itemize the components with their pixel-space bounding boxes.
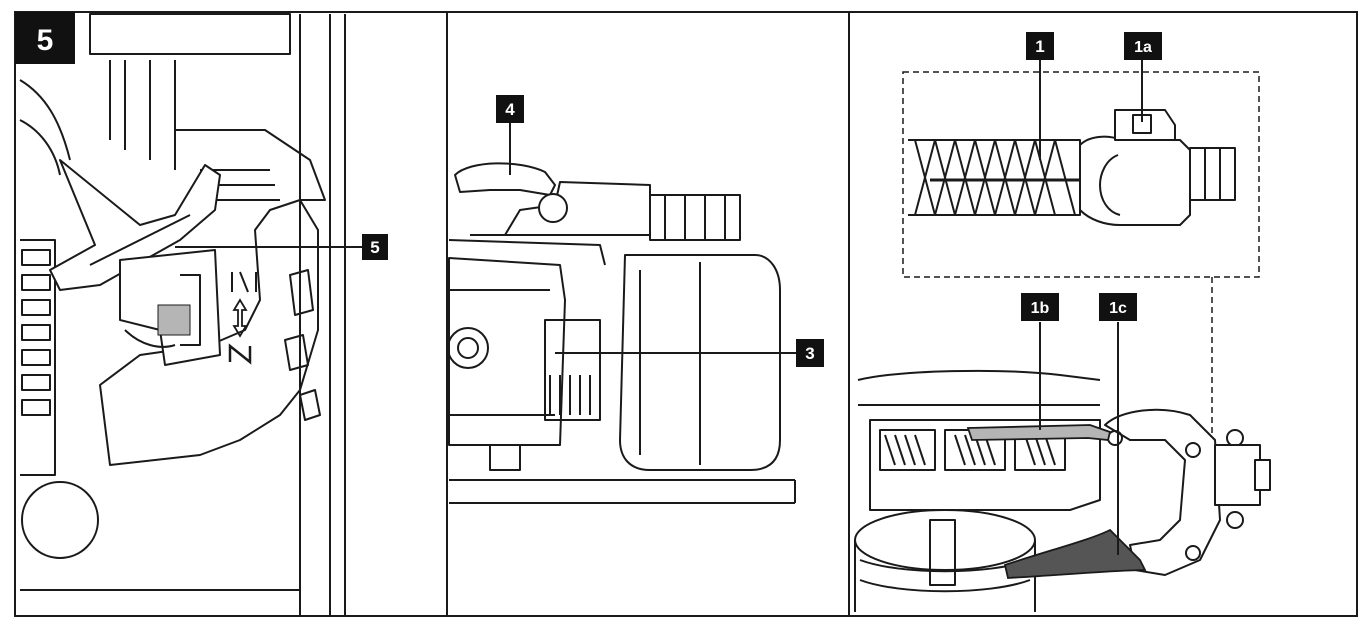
panel-frames: [14, 11, 1358, 617]
highlighted-latch: [157, 304, 191, 336]
callout-1-label: 1: [1035, 37, 1044, 56]
callout-4: 4: [496, 95, 524, 123]
panel-left: 5 5: [15, 12, 388, 615]
callout-1c-label: 1c: [1109, 300, 1127, 317]
device-body-middle: [447, 162, 796, 504]
callout-1a-label: 1a: [1134, 39, 1152, 56]
callout-1a: 1a: [1124, 32, 1162, 60]
detail-hose-connector: [908, 109, 1236, 226]
lock-closed-symbol: [228, 343, 252, 365]
panel-middle: 4 3: [447, 95, 824, 504]
callout-1b: 1b: [1021, 293, 1059, 321]
device-body-right: [854, 369, 1271, 612]
step-number: 5: [37, 24, 54, 57]
device-body-left: [19, 13, 346, 615]
callout-5-label: 5: [370, 238, 379, 257]
callout-3: 3: [796, 339, 824, 367]
lock-open-symbol: [231, 271, 257, 293]
lever-1b: [966, 424, 1112, 441]
callout-1c: 1c: [1099, 293, 1137, 321]
double-arrow-symbol: [232, 298, 248, 338]
callout-1: 1: [1026, 32, 1054, 60]
callout-3-label: 3: [805, 344, 814, 363]
callout-5: 5: [362, 234, 388, 260]
lever-1c: [1003, 528, 1147, 579]
callout-4-label: 4: [505, 100, 515, 119]
panel-right: 1 1a 1b 1c: [854, 32, 1271, 612]
step-number-badge: 5: [15, 12, 75, 64]
callout-1b-label: 1b: [1031, 300, 1050, 317]
